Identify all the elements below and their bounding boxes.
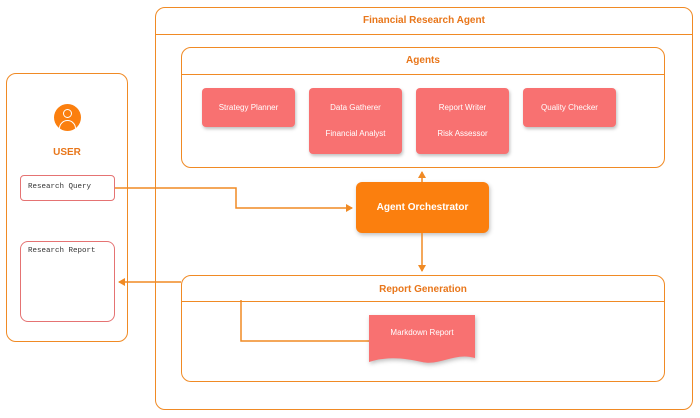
agent-orchestrator-node[interactable]: Agent Orchestrator	[356, 182, 489, 233]
markdown-report-document[interactable]	[369, 315, 475, 363]
agent-card-data-gatherer[interactable]: Data Gatherer Financial Analyst	[309, 88, 402, 154]
agents-title-divider	[182, 74, 664, 75]
report-generation-title: Report Generation	[379, 284, 467, 295]
agents-title: Agents	[406, 55, 440, 66]
agent-card-label: Quality Checker	[541, 103, 598, 112]
agent-card-label-secondary: Risk Assessor	[437, 129, 488, 138]
user-icon-body	[59, 120, 76, 131]
agent-card-quality-checker[interactable]: Quality Checker	[523, 88, 616, 127]
agent-orchestrator-label: Agent Orchestrator	[376, 202, 469, 213]
report-document-connector	[240, 300, 369, 342]
research-report-output[interactable]: Research Report	[20, 241, 115, 322]
research-report-label: Research Report	[28, 247, 96, 255]
agent-card-label-secondary: Financial Analyst	[325, 129, 386, 138]
agent-card-report-writer[interactable]: Report Writer Risk Assessor	[416, 88, 509, 154]
agent-card-strategy-planner[interactable]: Strategy Planner	[202, 88, 295, 127]
agent-card-label: Data Gatherer	[330, 103, 381, 112]
system-title-divider	[156, 34, 692, 35]
user-icon-head	[63, 109, 72, 118]
agent-card-label: Report Writer	[438, 103, 487, 112]
user-icon	[54, 104, 81, 131]
agent-card-label: Strategy Planner	[218, 103, 279, 112]
user-label: USER	[53, 147, 81, 158]
system-title: Financial Research Agent	[363, 15, 485, 26]
research-query-label: Research Query	[28, 183, 92, 191]
research-query-input[interactable]: Research Query	[20, 175, 115, 201]
markdown-report-label: Markdown Report	[390, 328, 454, 337]
query-to-orchestrator-arrow	[115, 187, 353, 212]
report-generation-title-divider	[182, 301, 664, 302]
